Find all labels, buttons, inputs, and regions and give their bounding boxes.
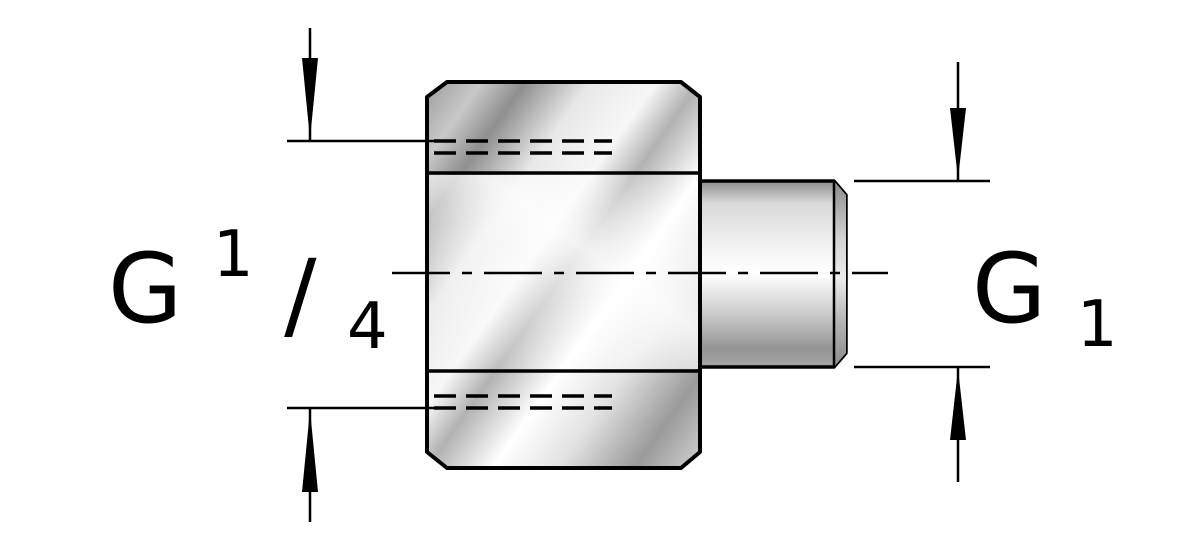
arrow-up-icon xyxy=(950,369,966,440)
dimension-left-sup: 1 xyxy=(213,218,254,292)
hex-body xyxy=(425,80,702,470)
dimension-right-sub: 1 xyxy=(1077,288,1118,362)
dimension-left-label: G 1 / 4 xyxy=(108,187,388,364)
dimension-left-sub: 4 xyxy=(347,290,388,364)
dimension-left-slash: / xyxy=(284,239,317,351)
dimension-right-base: G xyxy=(972,233,1046,345)
dimension-left: G 1 / 4 xyxy=(108,28,440,522)
dimension-right: G 1 xyxy=(854,62,1118,482)
dimension-right-label: G 1 xyxy=(972,233,1118,362)
arrow-down-icon xyxy=(950,108,966,179)
arrow-up-icon xyxy=(302,410,318,492)
dimension-left-base: G xyxy=(108,233,182,345)
arrow-down-icon xyxy=(302,58,318,139)
